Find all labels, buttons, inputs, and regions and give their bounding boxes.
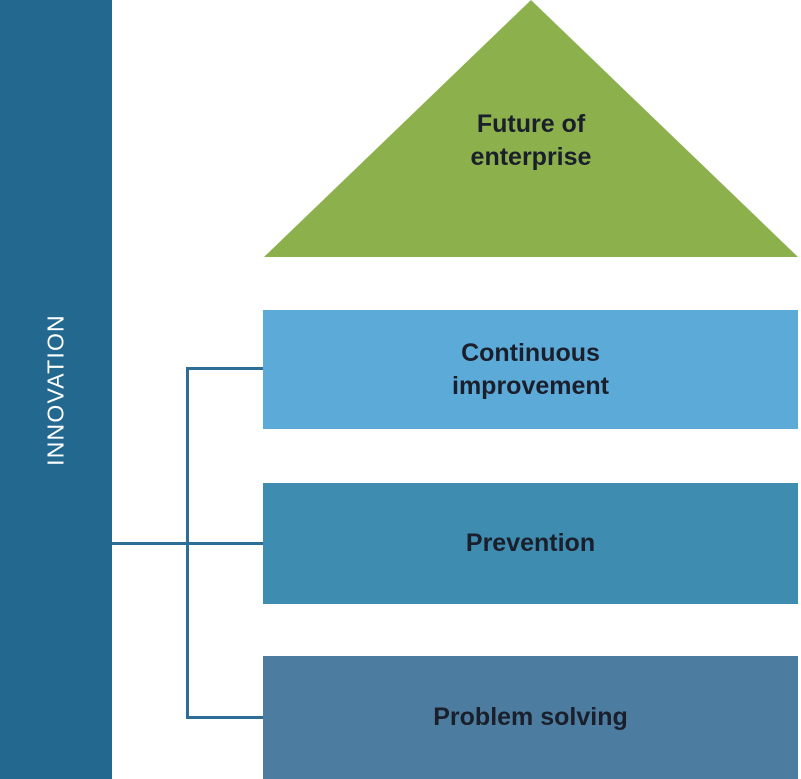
roof-triangle[interactable]: Future of enterprise — [264, 0, 798, 257]
roof-label-line2: enterprise — [470, 143, 592, 171]
roof-label-line1: Future of — [476, 110, 586, 138]
roof-triangle-shape — [264, 0, 798, 257]
level-box-problem-solving[interactable]: Problem solving — [263, 656, 798, 779]
level-box-continuous-improvement[interactable]: Continuous improvement — [263, 310, 798, 429]
level-box-prevention[interactable]: Prevention — [263, 483, 798, 604]
sidebar-innovation: INNOVATION — [0, 0, 112, 779]
level-label-0: Continuous improvement — [452, 337, 609, 403]
level-label-2-line1: Problem solving — [433, 703, 628, 731]
level-label-1: Prevention — [466, 527, 595, 560]
roof-label: Future of enterprise — [264, 108, 798, 174]
level-label-0-line2: improvement — [452, 371, 609, 400]
sidebar-label: INNOVATION — [42, 313, 69, 466]
level-label-1-line1: Prevention — [465, 529, 596, 557]
level-label-2: Problem solving — [433, 701, 627, 734]
level-label-0-line1: Continuous — [461, 338, 600, 367]
